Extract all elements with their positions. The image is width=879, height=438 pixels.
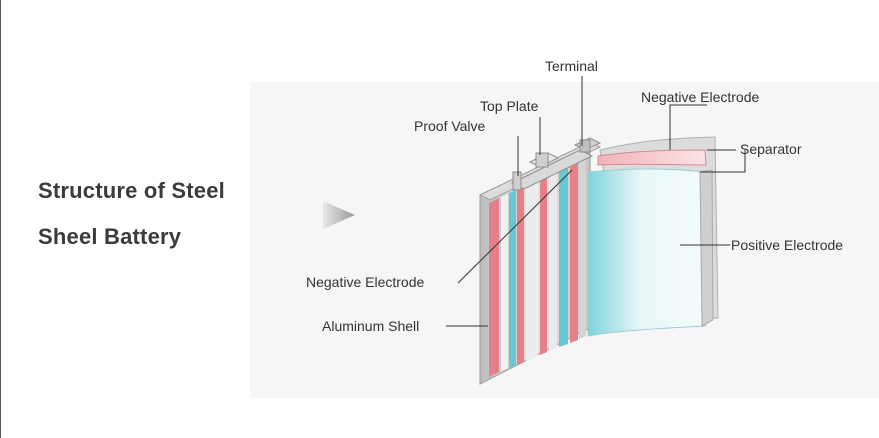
triangle-right-arrow-icon (323, 201, 355, 229)
label-negative-electrode-top: Negative Electrode (641, 89, 760, 105)
label-aluminum-shell: Aluminum Shell (322, 318, 420, 334)
label-negative-electrode-left: Negative Electrode (306, 274, 425, 290)
positive-electrode-sheet (587, 168, 714, 337)
title-line-2: Sheel Battery (38, 224, 182, 249)
diagram-title: Structure of Steel Sheel Battery (38, 168, 225, 260)
leader-negative-electrode-top (669, 104, 707, 150)
label-separator: Separator (740, 141, 802, 157)
label-positive-electrode: Positive Electrode (731, 237, 844, 253)
label-top-plate: Top Plate (480, 98, 539, 114)
leader-negative-electrode-left (457, 169, 573, 284)
proof-valve (512, 171, 522, 191)
label-proof-valve: Proof Valve (414, 118, 486, 134)
leader-separator-b (700, 150, 746, 173)
title-line-1: Structure of Steel (38, 178, 225, 203)
electrode-stack (489, 156, 586, 377)
left-frame-border (0, 0, 1, 438)
label-terminal: Terminal (545, 58, 598, 74)
negative-electrode-sheet (597, 149, 707, 166)
leader-lines (446, 76, 746, 327)
terminal (573, 137, 602, 153)
